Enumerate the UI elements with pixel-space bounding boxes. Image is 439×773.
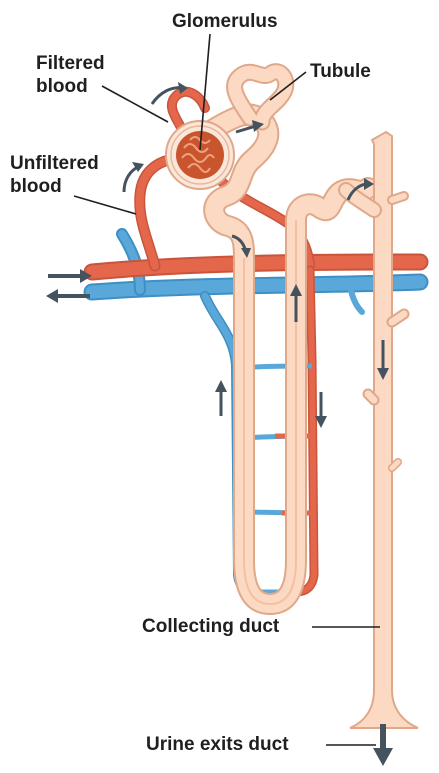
label-glomerulus: Glomerulus bbox=[172, 11, 278, 32]
label-filtered-blood-line2: blood bbox=[36, 76, 88, 97]
label-urine-exits-duct: Urine exits duct bbox=[146, 734, 289, 755]
label-unfiltered-blood-line2: blood bbox=[10, 176, 62, 197]
leader-lines bbox=[73, 33, 380, 746]
label-unfiltered-blood-line1: Unfiltered bbox=[10, 153, 99, 174]
glomerulus bbox=[165, 120, 235, 190]
label-filtered-blood-line1: Filtered bbox=[36, 53, 105, 74]
flow-arrows bbox=[46, 82, 393, 766]
label-collecting-duct: Collecting duct bbox=[142, 616, 280, 637]
collecting-duct bbox=[338, 130, 419, 729]
label-tubule: Tubule bbox=[310, 61, 371, 82]
tubule bbox=[201, 63, 379, 615]
